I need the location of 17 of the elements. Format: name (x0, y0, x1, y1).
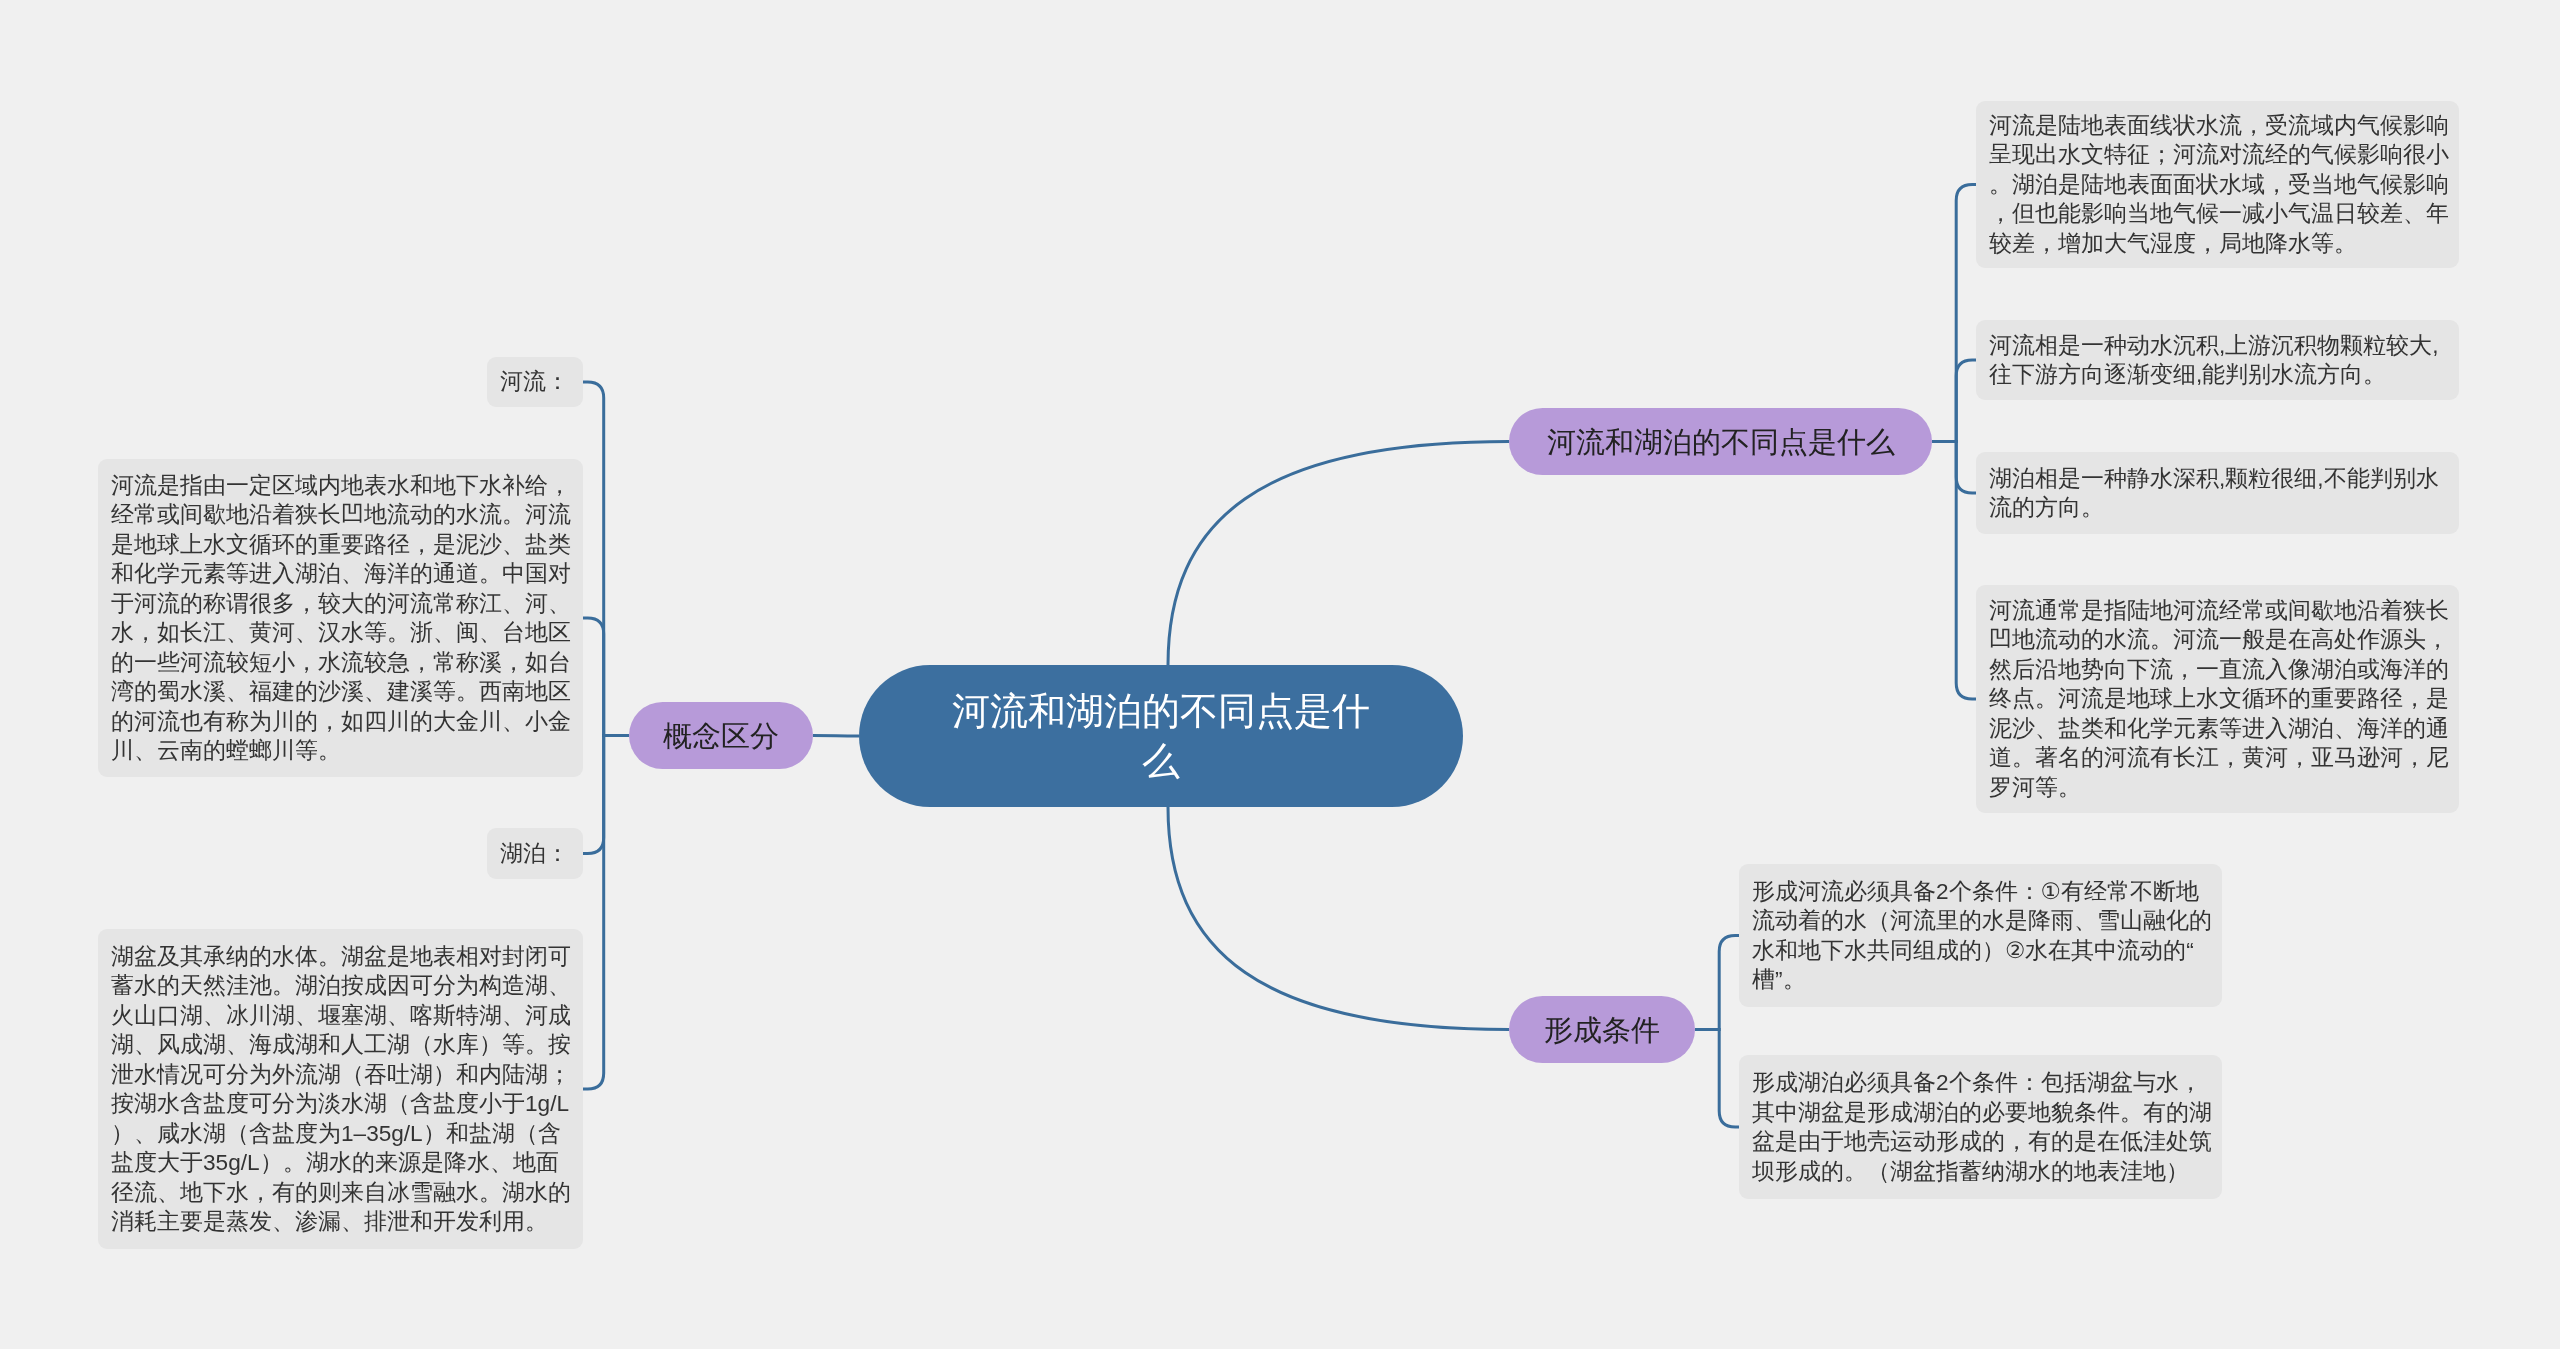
text-card: 湖泊相是一种静水深积,颗粒很细,不能判别水流的方向。 (1976, 452, 2459, 534)
topic-pill: 形成条件 (1509, 996, 1695, 1063)
central-topic-box: 河流和湖泊的不同点是什么 (859, 665, 1463, 807)
topic-pill: 河流和湖泊的不同点是什么 (1509, 408, 1932, 475)
connector-line (1166, 806, 1510, 1031)
text-card: 河流是指由一定区域内地表水和地下水补给，经常或间歇地沿着狭长凹地流动的水流。河流是地球上水文循环的重要路径，是泥沙、盐类和化学元素等进入湖泊、海洋的通道。中国对于河流的称谓很多，较大的河流常称江、河、水，如长江、黄河、汉水等。浙、闽、台地区的一些河流较短小，水流较急，常称溪，如台湾的蜀水溪、福建的沙溪、建溪等。西南地区的河流也有称为川的，如四川的大金川、小金川、云南的螳螂川等。 (98, 459, 583, 777)
text-card: 湖泊： (487, 828, 583, 879)
topic-pill: 概念区分 (629, 702, 813, 769)
connector-line (813, 734, 859, 738)
text-card: 河流： (487, 357, 583, 407)
connector-line (1166, 440, 1510, 666)
text-card: 河流是陆地表面线状水流，受流域内气候影响呈现出水文特征；河流对流经的气候影响很小。湖泊是陆地表面面状水域，受当地气候影响，但也能影响当地气候一减小气温日较差、年较差，增加大气湿度，局地降水等。 (1976, 101, 2459, 268)
text-card: 形成河流必须具备2个条件：①有经常不断地流动着的水（河流里的水是降雨、雪山融化的水和地下水共同组成的）②水在其中流动的“槽”。 (1739, 864, 2222, 1007)
text-card: 湖盆及其承纳的水体。湖盆是地表相对封闭可蓄水的天然洼池。湖泊按成因可分为构造湖、火山口湖、冰川湖、堰塞湖、喀斯特湖、河成湖、风成湖、海成湖和人工湖（水库）等。按泄水情况可分为外流湖（吞吐湖）和内陆湖；按湖水含盐度可分为淡水湖（含盐度小于1g/L）、咸水湖（含盐度为1–35g/L）和盐湖（含盐度大于35g/L）。湖水的来源是降水、地面径流、地下水，有的则来自冰雪融水。湖水的消耗主要是蒸发、渗漏、排泄和开发利用。 (98, 929, 583, 1249)
text-card: 河流相是一种动水沉积,上游沉积物颗粒较大,往下游方向逐渐变细,能判别水流方向。 (1976, 320, 2459, 400)
text-card: 河流通常是指陆地河流经常或间歇地沿着狭长凹地流动的水流。河流一般是在高处作源头，然后沿地势向下流，一直流入像湖泊或海洋的终点。河流是地球上水文循环的重要路径，是泥沙、盐类和化学元素等进入湖泊、海洋的通道。著名的河流有长江，黄河，亚马逊河，尼罗河等。 (1976, 585, 2459, 813)
text-card: 形成湖泊必须具备2个条件：包括湖盆与水，其中湖盆是形成湖泊的必要地貌条件。有的湖盆是由于地壳运动形成的，有的是在低洼处筑坝形成的。（湖盆指蓄纳湖水的地表洼地） (1739, 1055, 2222, 1199)
